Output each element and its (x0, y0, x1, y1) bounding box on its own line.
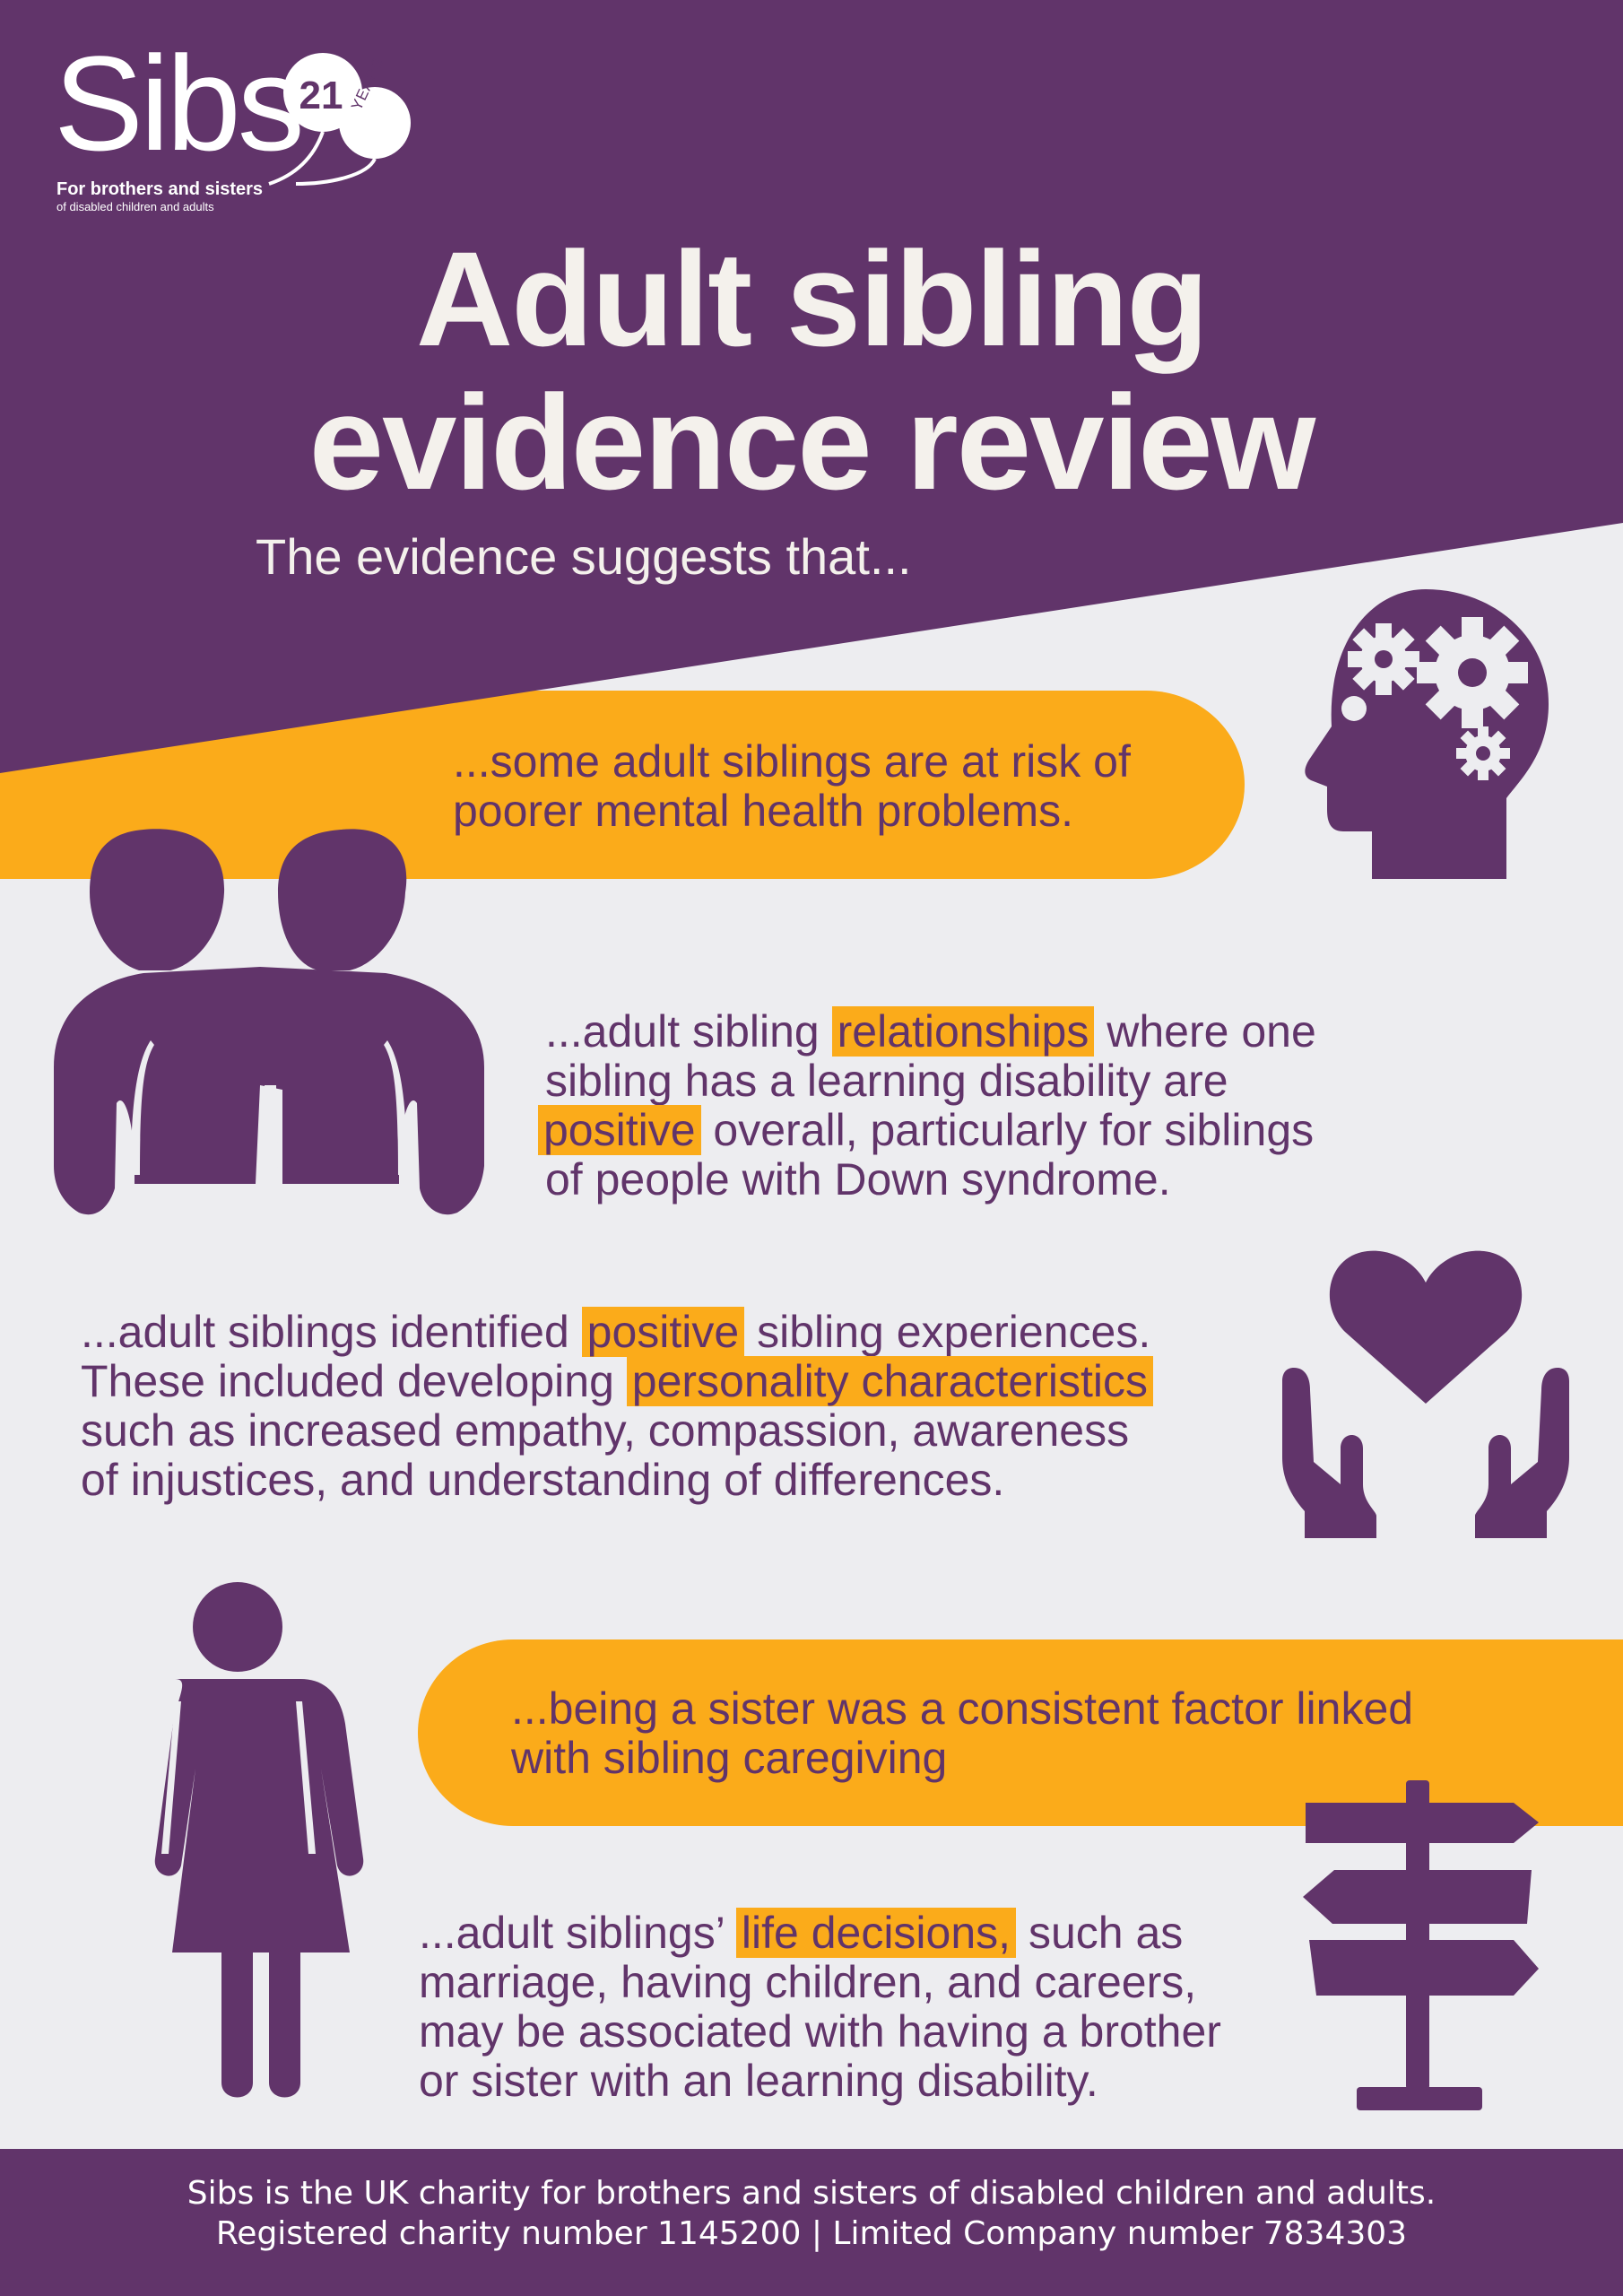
orange-band-bottom (418, 1639, 1623, 1826)
text: where one (1094, 1006, 1316, 1057)
statement-line: ...some adult siblings are at risk of (453, 736, 1131, 787)
header-background (0, 0, 1623, 773)
signpost-icon (1303, 1780, 1539, 2110)
statement-line: of people with Down syndrome. (545, 1154, 1171, 1205)
text: ...adult siblings identified (81, 1307, 582, 1357)
two-people-icon (54, 829, 484, 1215)
logo-tagline: For brothers and sisters (56, 179, 264, 199)
statement-positive-experiences: ...adult siblings identified positive si… (81, 1307, 1153, 1505)
footer-charity-description: Sibs is the UK charity for brothers and … (187, 2175, 1436, 2212)
statement-line: poorer mental health problems. (453, 786, 1074, 836)
statement-line: ...adult siblings’ life decisions, such … (419, 1908, 1221, 1958)
statement-line: may be associated with having a brother (419, 2006, 1221, 2057)
logo-anniversary-number: 21 (299, 74, 343, 117)
woman-icon (154, 1582, 364, 2098)
statement-line: ...adult siblings identified positive si… (81, 1307, 1153, 1357)
highlight-positive: positive (581, 1307, 745, 1357)
statement-line: of injustices, and understanding of diff… (81, 1455, 1005, 1505)
text: such as (1016, 1908, 1184, 1958)
statement-line: marriage, having children, and careers, (419, 1957, 1197, 2007)
statement-life-decisions: ...adult siblings’ life decisions, such … (419, 1908, 1221, 2106)
text: sibling experiences. (744, 1307, 1151, 1357)
statement-relationships: ...adult sibling relationships where one… (538, 1006, 1316, 1205)
text: These included developing (81, 1356, 627, 1406)
page-subtitle: The evidence suggests that... (256, 528, 912, 585)
statement-line: ...being a sister was a consistent facto… (511, 1683, 1414, 1734)
highlight-relationships: relationships (831, 1006, 1095, 1057)
logo-wordmark: Sibs (54, 28, 305, 178)
highlight-positive: positive (538, 1105, 701, 1155)
statement-mental-health: ...some adult siblings are at risk of po… (453, 737, 1131, 836)
statement-line: These included developing personality ch… (81, 1356, 1153, 1406)
statement-line: ...adult sibling relationships where one (545, 1006, 1316, 1057)
statement-line: positive overall, particularly for sibli… (538, 1105, 1316, 1155)
logo-tagline-sub: of disabled children and adults (56, 200, 214, 213)
page-title-line2: evidence review (308, 367, 1316, 517)
footer-registration: Registered charity number 1145200 | Limi… (215, 2215, 1408, 2252)
highlight-personality: personality characteristics (626, 1356, 1153, 1406)
footer-background (0, 2149, 1623, 2296)
statement-line: or sister with an learning disability. (419, 2056, 1098, 2106)
head-gears-icon (1305, 589, 1549, 879)
page-title-line1: Adult sibling (415, 223, 1209, 374)
hands-heart-icon (1282, 1250, 1569, 1538)
statement-line: with sibling caregiving (511, 1733, 948, 1783)
balloons-icon (268, 53, 411, 186)
text: overall, particularly for siblings (700, 1105, 1315, 1155)
statement-line: sibling has a learning disability are (545, 1056, 1228, 1106)
text: ...adult siblings’ (419, 1908, 736, 1958)
statement-sister-caregiving: ...being a sister was a consistent facto… (511, 1684, 1413, 1783)
text: ...adult sibling (545, 1006, 832, 1057)
statement-line: such as increased empathy, compassion, a… (81, 1405, 1130, 1456)
highlight-life-decisions: life decisions, (735, 1908, 1017, 1958)
orange-band-top (0, 691, 1245, 879)
